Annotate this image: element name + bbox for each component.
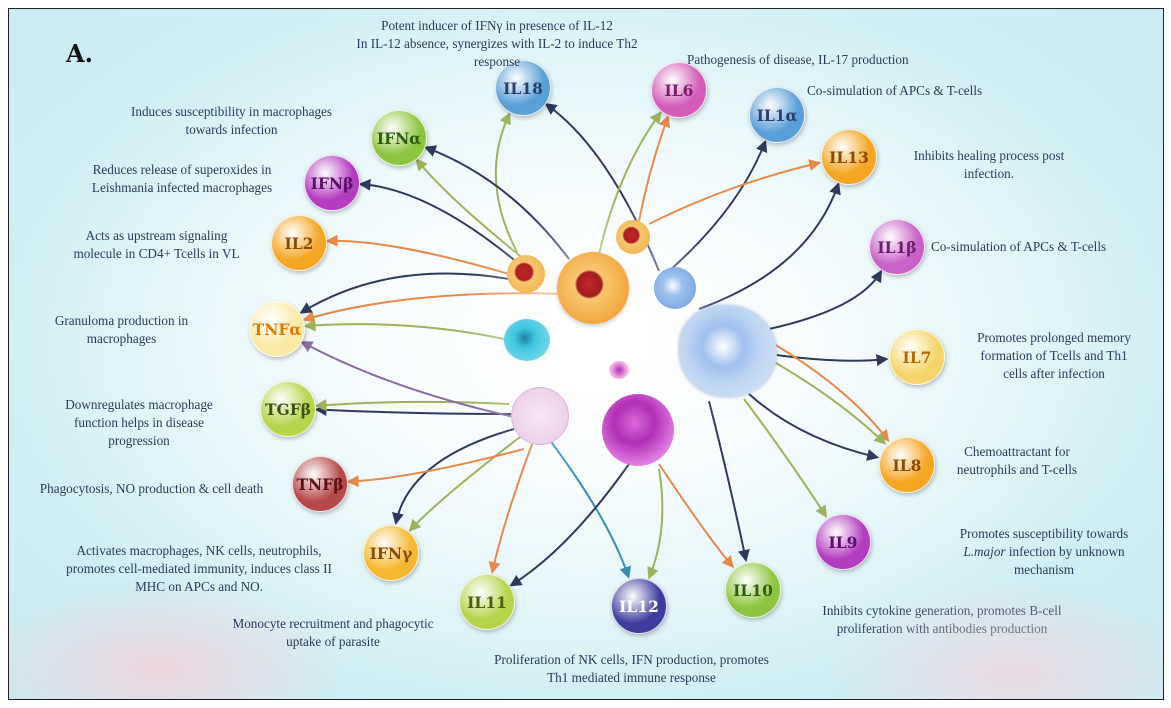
- desc-line: uptake of parasite: [286, 634, 380, 649]
- cytokine-node-il1a: IL1α: [749, 87, 805, 143]
- desc-line: promotes cell-mediated immunity, induces…: [66, 561, 332, 576]
- desc-line: cells after infection: [1003, 366, 1105, 381]
- desc-line: Co-simulation of APCs & T-cells: [807, 83, 983, 98]
- desc-line: Co-simulation of APCs & T-cells: [931, 239, 1107, 254]
- cytokine-desc-tnfa: Granuloma production in macrophages: [34, 312, 209, 348]
- arrow-to-il8: [768, 358, 887, 445]
- b-cell-icon: [654, 267, 696, 309]
- arrow-to-il13: [648, 159, 822, 225]
- desc-line: infection.: [963, 166, 1015, 181]
- arrow-to-il10: [658, 463, 735, 569]
- cytokine-node-il11: IL11: [459, 574, 515, 630]
- cytokine-desc-il12: Proliferation of NK cells, IFN productio…: [459, 651, 804, 687]
- desc-line: Potent inducer of IFNγ in presence of IL…: [381, 18, 613, 33]
- small-cell-icon-2: [616, 220, 650, 254]
- cytokine-desc-il8: Chemoattractant for neutrophils and T-cel…: [927, 443, 1107, 479]
- desc-line: Proliferation of NK cells, IFN productio…: [494, 652, 769, 667]
- cytokine-node-il10: IL10: [725, 562, 781, 618]
- cytokine-desc-tgfb: Downregulates macrophage function helps i…: [29, 396, 249, 450]
- cytokine-desc-il2: Acts as upstream signaling molecule in CD…: [49, 227, 264, 263]
- desc-line: Activates macrophages, NK cells, neutrop…: [76, 543, 322, 558]
- desc-line: Th1 mediated immune response: [547, 670, 716, 685]
- cytokine-node-tnfb: TNFβ: [292, 456, 348, 512]
- desc-line: Reduces release of superoxides in: [92, 162, 272, 177]
- cytokine-desc-ifnb: Reduces release of superoxides in Leishma…: [57, 161, 307, 197]
- desc-line: macrophages: [86, 331, 157, 346]
- cytokine-node-tnfa: TNFα: [249, 301, 305, 357]
- cytokine-desc-il1b: Co-simulation of APCs & T-cells: [931, 238, 1161, 256]
- desc-line: Induces susceptibility in macrophages: [130, 104, 333, 119]
- arrow-to-il1b: [768, 269, 883, 330]
- desc-line: Pathogenesis of disease, IL-17 productio…: [687, 52, 909, 67]
- cytokine-node-ifnb: IFNβ: [304, 155, 360, 211]
- arrow-to-il11: [509, 463, 630, 587]
- cytokine-node-il7: IL7: [889, 329, 945, 385]
- desc-line: Granuloma production in: [54, 313, 189, 328]
- arrow-to-ifng: [392, 428, 515, 525]
- cytokine-node-il2: IL2: [271, 215, 327, 271]
- cytokine-node-tgfb: TGFβ: [260, 381, 316, 437]
- desc-line: Promotes prolonged memory: [977, 330, 1131, 345]
- arrow-to-il8: [748, 393, 880, 461]
- cytokine-node-il9: IL9: [815, 514, 871, 570]
- desc-line: Acts as upstream signaling: [85, 228, 228, 243]
- small-cell-icon-1: [507, 255, 545, 293]
- panel-label: A.: [66, 39, 93, 68]
- cytokine-desc-ifna: Induces susceptibility in macrophages tow…: [99, 103, 364, 139]
- desc-line: neutrophils and T-cells: [956, 462, 1078, 477]
- desc-line: formation of Tcells and Th1: [980, 348, 1128, 363]
- desc-line: In IL-12 absence, synergizes with IL-2 t…: [356, 36, 638, 51]
- cytokine-desc-il11: Monocyte recruitment and phagocytic uptak…: [199, 615, 467, 651]
- cytokine-desc-il18: Potent inducer of IFNγ in presence of IL…: [347, 17, 647, 71]
- arrow-to-il7: [768, 353, 889, 367]
- desc-line: Inhibits cytokine generation, promotes B…: [822, 603, 1062, 618]
- platelet-icon: [609, 361, 629, 379]
- cytokine-desc-il10: Inhibits cytokine generation, promotes B…: [787, 602, 1097, 638]
- cytokine-node-il8: IL8: [879, 437, 935, 493]
- arrow-to-il8: [773, 343, 890, 443]
- desc-line: Phagocytosis, NO production & cell death: [39, 481, 264, 496]
- mast-cell-icon: [557, 252, 629, 324]
- cytokine-desc-il6: Pathogenesis of disease, IL-17 productio…: [687, 51, 997, 69]
- neutrophil-icon: [511, 387, 569, 445]
- cytokine-node-il13: IL13: [821, 129, 877, 185]
- desc-line: towards infection: [185, 122, 278, 137]
- cytokine-node-il12: IL12: [611, 578, 667, 634]
- arrow-to-il12: [647, 468, 664, 580]
- desc-line: L.major infection by unknown: [963, 544, 1125, 559]
- desc-line: Promotes susceptibility towards: [959, 526, 1129, 541]
- desc-line: Monocyte recruitment and phagocytic: [232, 616, 434, 631]
- desc-line: molecule in CD4+ Tcells in VL: [73, 246, 240, 261]
- desc-line: response: [473, 54, 521, 69]
- desc-line: MHC on APCs and NO.: [135, 579, 263, 594]
- macrophage-icon: [679, 305, 777, 397]
- arrow-to-il9: [743, 398, 828, 518]
- desc-line: Inhibits healing process post: [913, 148, 1065, 163]
- desc-line: function helps in disease: [73, 415, 204, 430]
- cytokine-node-il6: IL6: [651, 62, 707, 118]
- cytokine-node-ifng: IFNγ: [363, 525, 419, 581]
- desc-line: progression: [108, 433, 170, 448]
- cytokine-node-il18: IL18: [495, 60, 551, 116]
- desc-line: proliferation with antibodies production: [836, 621, 1048, 636]
- desc-line: Chemoattractant for: [964, 444, 1070, 459]
- cytokine-node-il1b: IL1β: [869, 219, 925, 275]
- cytokine-desc-il13: Inhibits healing process post infection.: [889, 147, 1089, 183]
- arrow-to-tnfb: [346, 448, 525, 488]
- cytokine-desc-tnfb: Phagocytosis, NO production & cell death: [9, 480, 294, 498]
- desc-line: Leishmania infected macrophages: [91, 180, 273, 195]
- dendritic-cell-icon: [504, 319, 550, 361]
- cytokine-desc-il1a: Co-simulation of APCs & T-cells: [807, 82, 1067, 100]
- cytokine-node-ifna: IFNα: [371, 110, 427, 166]
- t-cell-icon: [602, 394, 674, 466]
- desc-line: mechanism: [1013, 562, 1075, 577]
- cytokine-desc-ifng: Activates macrophages, NK cells, neutrop…: [39, 542, 359, 596]
- cytokine-desc-il7: Promotes prolonged memory formation of Tc…: [949, 329, 1159, 383]
- desc-line: Downregulates macrophage: [65, 397, 213, 412]
